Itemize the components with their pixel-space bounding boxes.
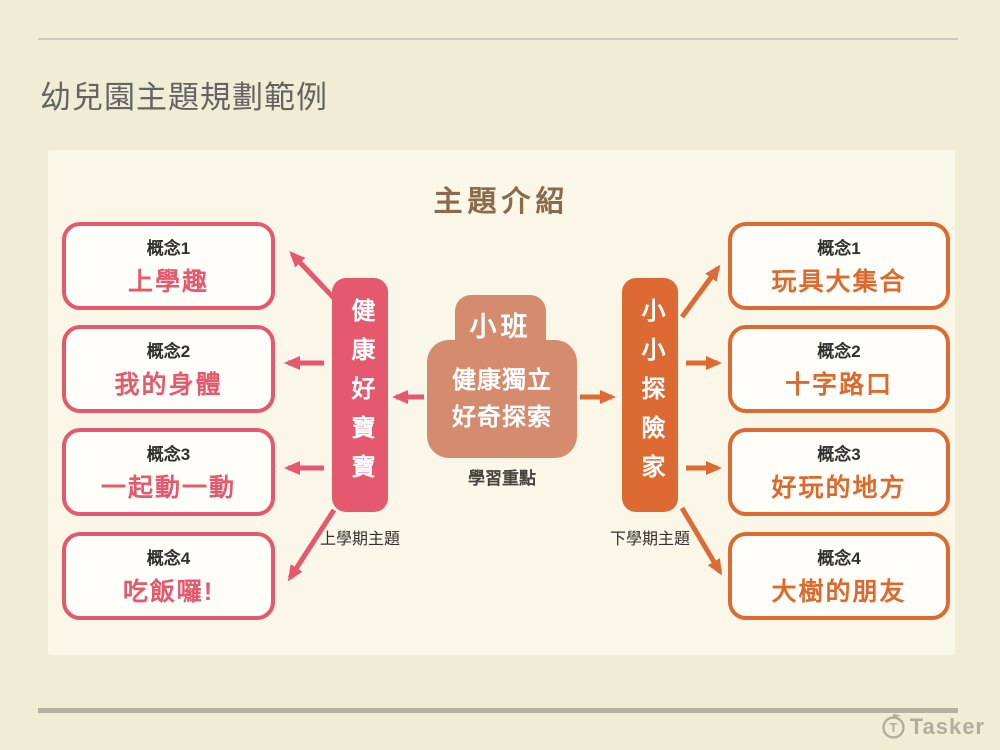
concept-value: 吃飯囉!	[122, 578, 215, 606]
theme-bar-second-semester: 小小探險家	[622, 278, 678, 512]
concept-label: 概念3	[817, 445, 861, 464]
concept-value: 上學趣	[127, 268, 209, 296]
brand-logo: T Tasker	[880, 713, 985, 740]
svg-text:T: T	[889, 720, 897, 735]
tasker-icon: T	[881, 713, 905, 739]
center-focus-box: 健康獨立 好奇探索	[427, 340, 577, 458]
concept-value: 我的身體	[114, 371, 223, 399]
center-caption: 學習重點	[468, 469, 536, 488]
bottom-divider	[38, 708, 958, 713]
left-concept-4: 概念4 吃飯囉!	[62, 532, 275, 620]
theme-bar-first-semester: 健康好寶寶	[332, 278, 388, 512]
right-concept-4: 概念4 大樹的朋友	[728, 532, 950, 620]
brand-name: Tasker	[909, 713, 985, 739]
top-divider	[38, 38, 958, 40]
theme-bar-label: 健康好寶寶	[347, 297, 374, 493]
right-concept-1: 概念1 玩具大集合	[728, 222, 950, 310]
second-semester-caption: 下學期主題	[609, 531, 690, 548]
diagram-card: 主題介紹 概念1 上學趣 概念2 我的身體 概念3 一起動一動	[48, 150, 955, 655]
left-concept-2: 概念2 我的身體	[62, 325, 275, 413]
concept-value: 玩具大集合	[771, 268, 907, 296]
concept-label: 概念1	[817, 239, 861, 258]
concept-label: 概念4	[146, 549, 191, 568]
theme-bar-label: 小小探險家	[637, 297, 664, 493]
concept-label: 概念4	[817, 549, 861, 568]
concept-value: 大樹的朋友	[771, 578, 907, 606]
diagram-title: 主題介紹	[433, 186, 570, 218]
first-semester-caption: 上學期主題	[319, 531, 400, 548]
left-concept-1: 概念1 上學趣	[62, 222, 275, 310]
concept-label: 概念3	[146, 445, 191, 464]
right-concept-3: 概念3 好玩的地方	[728, 428, 950, 516]
concept-label: 概念1	[146, 239, 191, 258]
focus-line: 好奇探索	[452, 404, 552, 431]
page-title: 幼兒園主題規劃範例	[40, 80, 328, 115]
concept-label: 概念2	[146, 342, 191, 361]
focus-line: 健康獨立	[452, 366, 552, 394]
concept-value: 好玩的地方	[771, 474, 907, 502]
concept-value: 一起動一動	[100, 474, 236, 502]
concept-value: 十字路口	[784, 371, 893, 399]
concept-label: 概念2	[817, 342, 861, 361]
right-concept-2: 概念2 十字路口	[728, 325, 950, 413]
left-concept-3: 概念3 一起動一動	[62, 428, 275, 516]
